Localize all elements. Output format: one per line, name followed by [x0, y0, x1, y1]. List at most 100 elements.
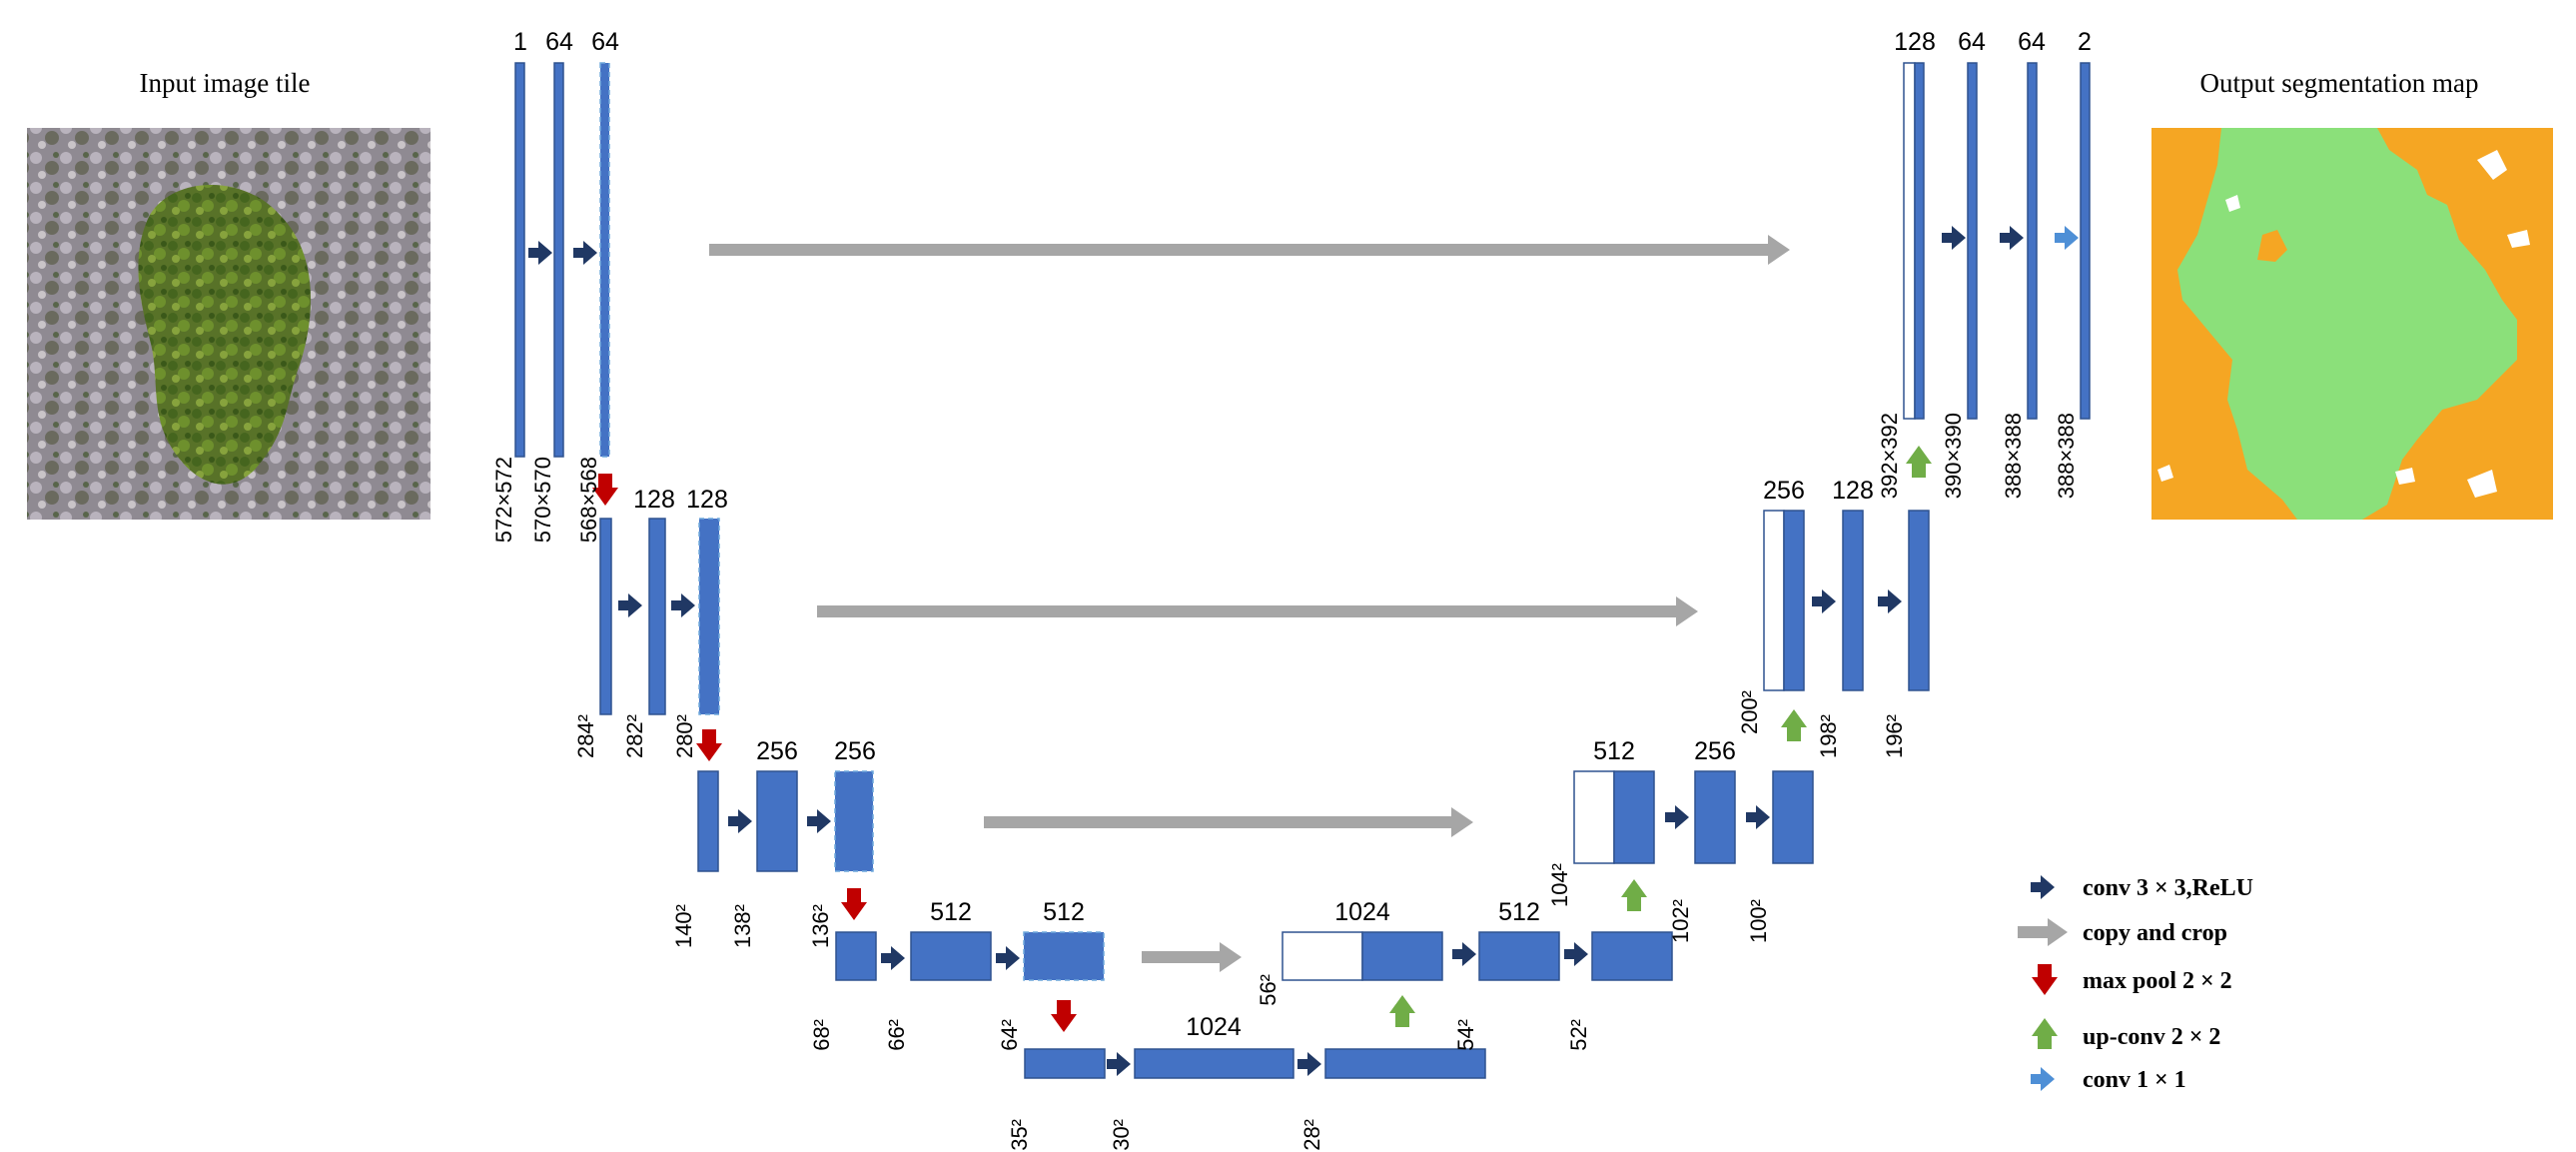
legend-pool-icon: [2032, 964, 2058, 995]
feature-block: [1134, 1048, 1294, 1079]
up-conv-arrow: [1621, 879, 1647, 911]
channel-label: 512: [1593, 737, 1635, 765]
channel-label: 128: [1832, 477, 1874, 505]
legend: conv 3 × 3,ReLU copy and crop max pool 2…: [2018, 875, 2253, 1093]
feature-block: [1024, 1048, 1106, 1079]
legend-pool-label: max pool 2 × 2: [2083, 968, 2232, 994]
channel-label: 2: [2078, 28, 2092, 56]
feature-block: [1361, 931, 1443, 981]
feature-block: [1783, 510, 1805, 691]
dim-label: 28²: [1299, 1119, 1324, 1151]
conv-arrow: [1812, 589, 1836, 613]
dim-label: 66²: [884, 1019, 909, 1051]
feature-block: [1324, 1048, 1486, 1079]
dim-label: 68²: [809, 1019, 834, 1051]
legend-conv-label: conv 3 × 3,ReLU: [2083, 875, 2253, 901]
dim-label: 388×388: [2001, 413, 2026, 499]
legend-conv1-label: conv 1 × 1: [2083, 1067, 2186, 1093]
conv-arrow: [528, 241, 552, 265]
feature-block: [1613, 770, 1655, 864]
legend-conv1-icon: [2031, 1067, 2055, 1091]
bottleneck: [1024, 1048, 1486, 1079]
legend-copy-icon: [2018, 918, 2068, 946]
copy-crop-arrow: [709, 235, 1790, 265]
conv-arrow: [1452, 942, 1476, 966]
channel-label: 512: [930, 898, 972, 926]
dim-label: 280²: [672, 714, 697, 758]
dim-label: 198²: [1816, 714, 1841, 758]
encoder-level-3: [697, 770, 874, 872]
dim-label: 100²: [1746, 899, 1771, 943]
conv-arrow: [1665, 805, 1689, 829]
conv-arrow: [728, 809, 752, 833]
conv-arrow: [1746, 805, 1770, 829]
decoder-level-4: [1282, 931, 1673, 981]
feature-block: [1842, 510, 1864, 691]
dim-label: 102²: [1668, 899, 1693, 943]
feature-block: [1772, 770, 1814, 864]
dim-label: 104²: [1547, 863, 1572, 907]
dim-label: 30²: [1109, 1119, 1134, 1151]
feature-block-copied: [599, 62, 610, 458]
channel-label: 64: [591, 28, 619, 56]
max-pool-arrow: [696, 729, 722, 761]
input-image-title: Input image tile: [140, 68, 311, 98]
legend-copy-label: copy and crop: [2083, 920, 2227, 946]
channel-label: 512: [1498, 898, 1540, 926]
copy-crop-arrow: [984, 807, 1473, 837]
input-image-tile: [27, 128, 430, 520]
feature-block-copied: [834, 770, 874, 872]
channel-label: 64: [2018, 28, 2046, 56]
conv1x1-arrow: [2055, 226, 2079, 250]
channel-label: 1024: [1334, 898, 1390, 926]
dim-label: 136²: [808, 904, 833, 948]
feature-block: [910, 931, 992, 981]
conv-arrow: [881, 946, 905, 970]
feature-block-copy: [1903, 62, 1916, 420]
dim-label: 54²: [1453, 1019, 1478, 1051]
channel-label: 256: [756, 737, 798, 765]
up-conv-arrow: [1781, 709, 1807, 741]
feature-block-copied: [698, 518, 720, 715]
feature-block: [1908, 510, 1930, 691]
channel-label: 256: [1763, 477, 1805, 505]
decoder-level-2: [1763, 510, 1930, 691]
feature-block: [835, 931, 877, 981]
conv-arrow: [2000, 226, 2024, 250]
feature-block: [1694, 770, 1736, 864]
feature-block-copy: [1282, 931, 1363, 981]
dim-label: 282²: [622, 714, 647, 758]
channel-label: 128: [1894, 28, 1936, 56]
dim-label: 284²: [573, 714, 598, 758]
channel-label: 64: [1958, 28, 1986, 56]
legend-upconv-icon: [2032, 1018, 2058, 1049]
conv-arrow: [1107, 1052, 1131, 1076]
feature-block: [2080, 62, 2091, 420]
encoder-level-1: [514, 62, 610, 458]
dim-label: 64²: [997, 1019, 1022, 1051]
conv-arrow: [671, 593, 695, 617]
feature-block: [553, 62, 564, 458]
channel-label: 128: [633, 486, 675, 514]
feature-block: [697, 770, 719, 872]
feature-block: [1967, 62, 1978, 420]
feature-block: [1914, 62, 1925, 420]
conv-arrow: [618, 593, 642, 617]
channel-label: 256: [1694, 737, 1736, 765]
dim-label: 200²: [1737, 690, 1762, 734]
dim-label: 570×570: [530, 457, 555, 543]
legend-upconv-label: up-conv 2 × 2: [2083, 1024, 2220, 1050]
copy-crop-arrow: [1142, 942, 1242, 972]
feature-block-copy: [1573, 770, 1615, 864]
decoder-level-3: [1573, 770, 1814, 864]
up-conv-arrow: [1906, 446, 1932, 478]
copy-crop-arrow: [817, 596, 1698, 626]
dim-label: 140²: [671, 904, 696, 948]
dim-label: 52²: [1566, 1019, 1591, 1051]
channel-label: 64: [545, 28, 573, 56]
up-conv-arrow: [1389, 995, 1415, 1027]
dim-label: 56²: [1256, 974, 1281, 1006]
conv-arrow: [996, 946, 1020, 970]
feature-block: [2027, 62, 2038, 420]
dim-label: 196²: [1882, 714, 1907, 758]
